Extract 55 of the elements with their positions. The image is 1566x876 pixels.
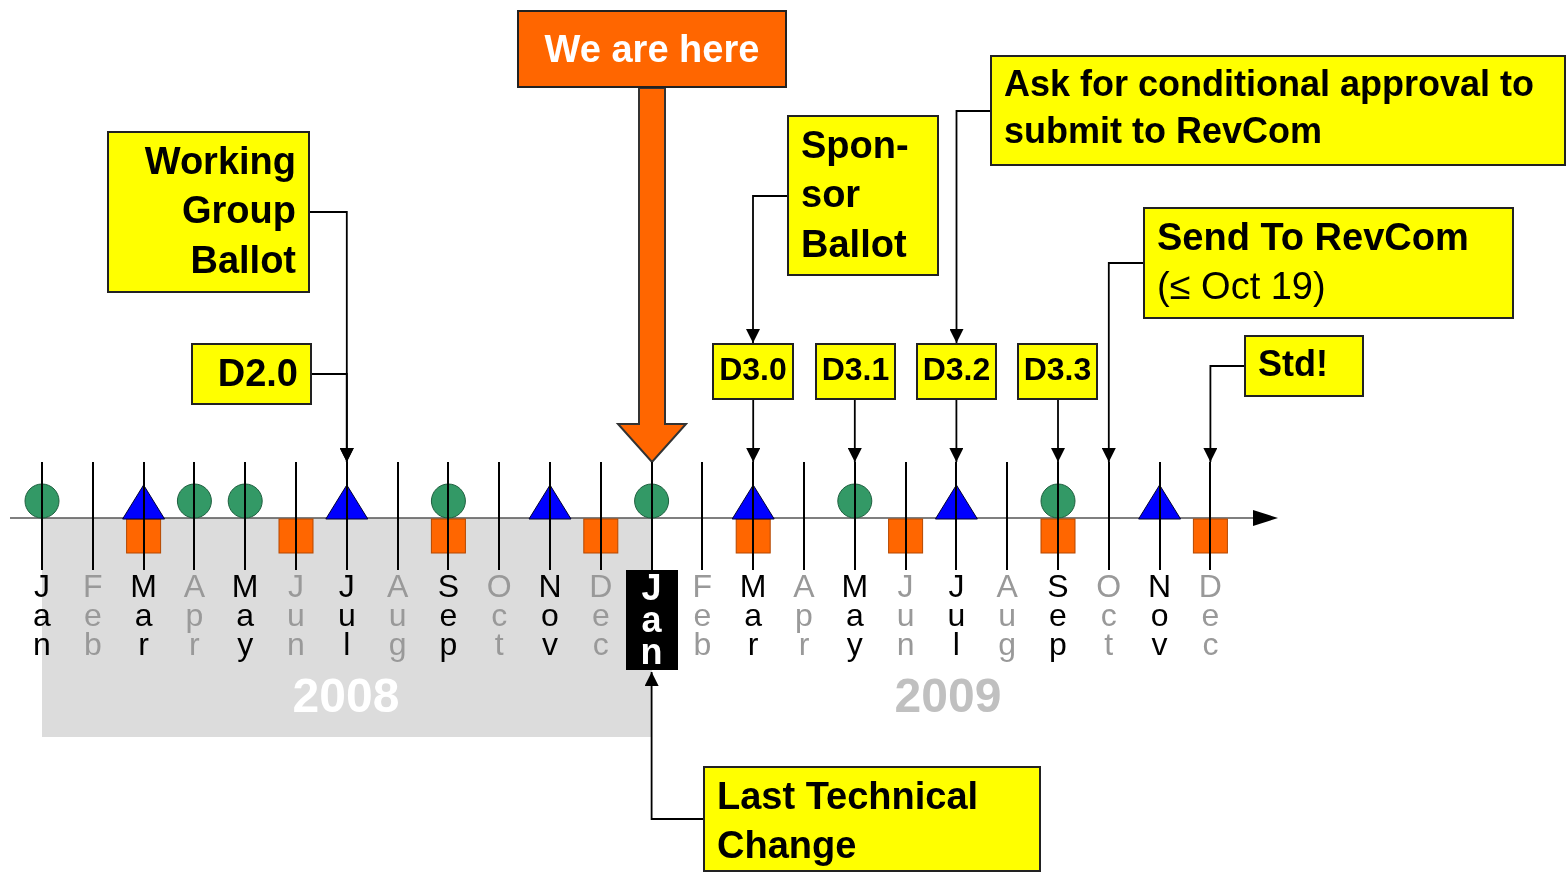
callout-text: D3.3 — [1022, 350, 1093, 389]
leader-arrow — [746, 399, 761, 463]
leader-arrow — [644, 671, 704, 820]
callout-box — [1244, 335, 1364, 397]
leader-arrow — [949, 110, 991, 344]
month-label: Oct — [485, 572, 513, 659]
callout-text: D3.2 — [921, 350, 992, 389]
month-label: Mar — [129, 572, 158, 659]
callout-box — [107, 131, 310, 293]
callout-box — [1017, 343, 1098, 400]
month-label: Apr — [182, 572, 207, 659]
month-label: Nov — [537, 572, 563, 659]
callout-text: (≤ Oct 19) — [1157, 264, 1327, 310]
month-label: Dec — [588, 572, 614, 659]
block-arrow — [615, 87, 689, 464]
callout-text: D3.0 — [718, 350, 788, 389]
callout-text: Send To RevCom — [1157, 215, 1470, 260]
callout-text: Last Technical Change — [717, 774, 980, 869]
callout-box — [815, 343, 896, 400]
callout-text: Std! — [1258, 342, 1329, 386]
callout-box — [712, 343, 794, 400]
month-label: Feb — [691, 572, 714, 659]
month-label: Jun — [286, 572, 306, 659]
leader-arrow — [1203, 365, 1245, 463]
month-label: Jan — [32, 572, 52, 659]
leader-arrow — [311, 373, 354, 463]
month-label: Mar — [739, 572, 768, 659]
month-label: Feb — [82, 572, 104, 659]
callout-box — [787, 115, 939, 276]
leader-arrow — [847, 399, 862, 463]
month-label: Jul — [946, 572, 967, 659]
callout-text: D3.1 — [820, 350, 891, 389]
callout-box — [990, 55, 1566, 166]
callout-box — [703, 766, 1041, 872]
leader-arrow — [1051, 399, 1065, 463]
month-label: Apr — [792, 572, 816, 659]
callout-box — [916, 343, 997, 400]
callout-text: Ask for conditional approval to submit to RevCom — [1004, 62, 1536, 153]
callout-text: We are here — [543, 27, 761, 72]
year-label: 2009 — [893, 668, 1003, 723]
callout-box — [191, 343, 312, 405]
callout-text: Working Group Ballot — [143, 139, 296, 283]
leader-arrow — [746, 195, 788, 344]
month-label: Jun — [895, 572, 916, 659]
month-label: Dec — [1197, 572, 1223, 659]
month-label: Nov — [1147, 572, 1173, 659]
month-label: Oct — [1095, 572, 1123, 659]
leader-arrow — [1101, 262, 1144, 463]
month-label: Jul — [336, 572, 357, 659]
callout-text: D2.0 — [216, 351, 298, 396]
month-label: Jan — [625, 570, 678, 670]
callout-text: Spon-sor Ballot — [801, 123, 910, 267]
leader-arrow — [949, 399, 964, 463]
banner-box — [517, 10, 787, 88]
callout-box — [1143, 207, 1514, 319]
